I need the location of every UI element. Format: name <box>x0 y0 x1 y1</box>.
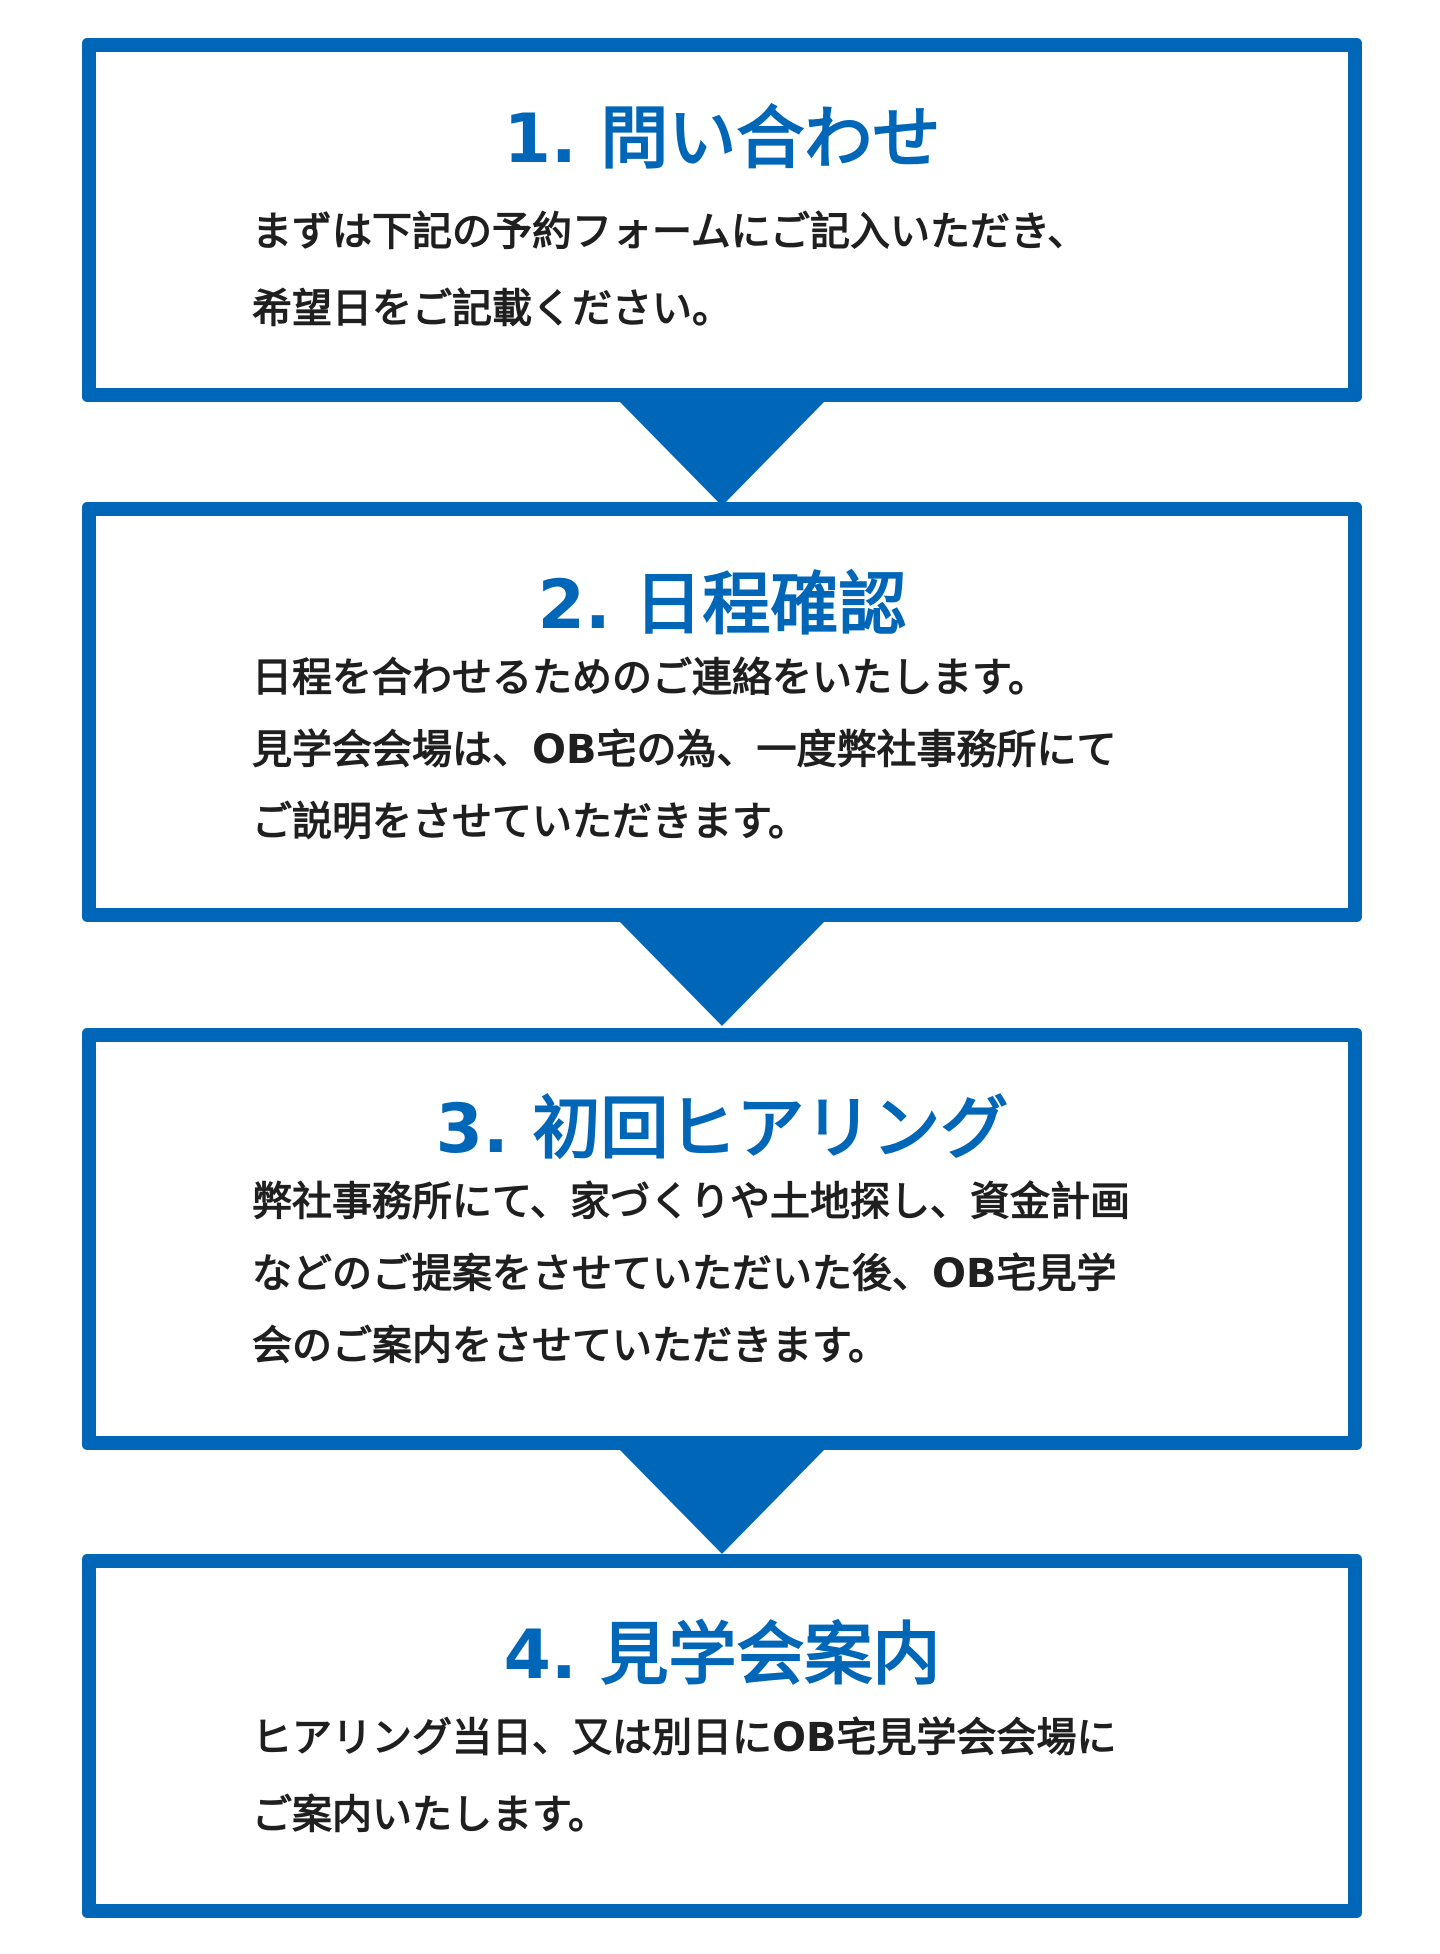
down-arrow-icon <box>618 1448 826 1554</box>
step-4-title: 4. 見学会案内 <box>503 1616 941 1695</box>
step-4-box: 4. 見学会案内 ヒアリング当日、又は別日にOB宅見学会会場に ご案内いたします… <box>82 1554 1362 1918</box>
step-3-description: 弊社事務所にて、家づくりや土地探し、資金計画 などのご提案をさせていただいた後、… <box>252 1179 1130 1369</box>
step-2-description: 日程を合わせるためのご連絡をいたします。 見学会会場は、OB宅の為、一度弊社事務… <box>252 655 1117 845</box>
step-3-box: 3. 初回ヒアリング 弊社事務所にて、家づくりや土地探し、資金計画 などのご提案… <box>82 1028 1362 1450</box>
down-arrow-icon <box>618 400 826 506</box>
step-1-box: 1. 問い合わせ まずは下記の予約フォームにご記入いただき、 希望日をご記載くだ… <box>82 38 1362 402</box>
step-1-title: 1. 問い合わせ <box>503 100 941 179</box>
down-arrow-icon <box>618 920 826 1026</box>
step-4-description: ヒアリング当日、又は別日にOB宅見学会会場に ご案内いたします。 <box>252 1715 1117 1838</box>
step-3-title: 3. 初回ヒアリング <box>435 1090 1009 1169</box>
step-1-description: まずは下記の予約フォームにご記入いただき、 希望日をご記載ください。 <box>252 209 1088 332</box>
step-2-title: 2. 日程確認 <box>537 566 907 645</box>
step-2-box: 2. 日程確認 日程を合わせるためのご連絡をいたします。 見学会会場は、OB宅の… <box>82 502 1362 922</box>
